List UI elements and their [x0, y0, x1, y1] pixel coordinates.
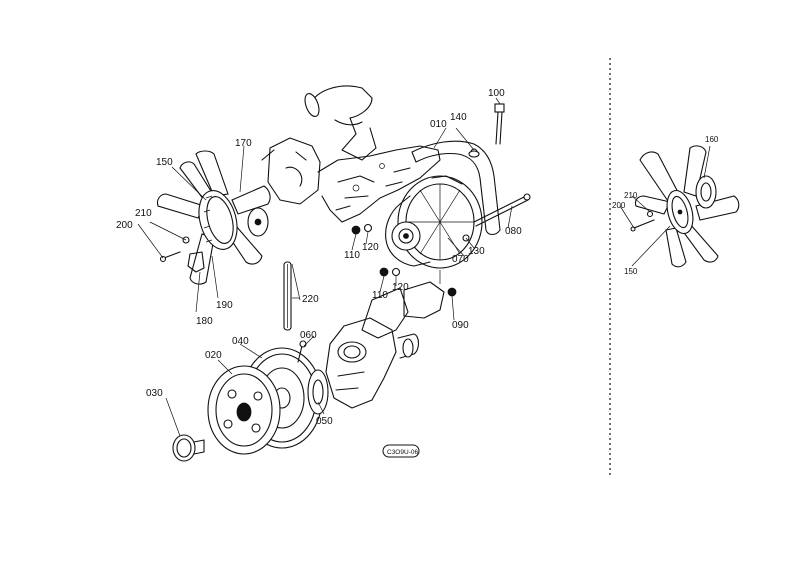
label-040: 040 — [232, 336, 249, 347]
label-050: 050 — [316, 416, 333, 427]
water-pump — [325, 270, 445, 409]
alt-leader-lines — [619, 145, 711, 267]
label-100: 100 — [488, 88, 505, 99]
label-220: 220 — [302, 294, 319, 305]
alt-label-210: 210 — [624, 191, 638, 200]
bolt-200 — [159, 251, 181, 263]
fan-belt-220 — [283, 261, 292, 331]
nut-110-b — [379, 267, 389, 277]
label-070: 070 — [452, 254, 469, 265]
label-010: 010 — [430, 119, 447, 130]
label-170: 170 — [235, 138, 252, 149]
fan-170 — [156, 150, 271, 285]
label-190: 190 — [216, 300, 233, 311]
nut-110-a — [351, 225, 361, 235]
engine-housing — [261, 137, 441, 223]
drawing-reference-stamp: C3O9U-06 — [382, 444, 420, 458]
alternator — [385, 175, 483, 269]
inlet-pipe — [304, 85, 377, 161]
nut-090 — [447, 287, 457, 297]
stamp-text: C3O9U-06 — [387, 449, 418, 456]
label-130: 130 — [468, 246, 485, 257]
label-020: 020 — [205, 350, 222, 361]
label-060: 060 — [300, 330, 317, 341]
bracket-180 — [187, 251, 205, 273]
alt-bolt-200 — [630, 219, 655, 232]
alt-washer-210 — [646, 210, 654, 218]
alt-label-150: 150 — [624, 267, 638, 276]
washer-120-a — [363, 223, 373, 233]
washer-140 — [468, 150, 480, 158]
alt-fan-160 — [634, 145, 740, 268]
label-180: 180 — [196, 316, 213, 327]
leader-lines — [137, 97, 513, 437]
alt-label-160: 160 — [705, 135, 719, 144]
label-120-a: 120 — [362, 242, 379, 253]
label-120-b: 120 — [392, 282, 409, 293]
alt-shroud-150 — [666, 189, 694, 235]
label-080: 080 — [505, 226, 522, 237]
cap-030 — [172, 434, 205, 462]
label-090: 090 — [452, 320, 469, 331]
label-110-a: 110 — [344, 250, 360, 261]
label-150: 150 — [156, 157, 173, 168]
washer-120-b — [391, 267, 401, 277]
bolt-080 — [473, 193, 531, 227]
alternator-fins — [406, 184, 474, 260]
pulley-020 — [207, 365, 281, 455]
alt-label-200: 200 — [612, 201, 626, 210]
label-110-b: 110 — [372, 290, 388, 301]
label-210: 210 — [135, 208, 152, 219]
label-030: 030 — [146, 388, 163, 399]
spacer-050 — [307, 369, 329, 415]
label-140: 140 — [450, 112, 467, 123]
fan-hub-190 — [247, 207, 269, 237]
bolt-100 — [494, 103, 505, 145]
fan-shroud-150 — [198, 190, 238, 250]
label-200: 200 — [116, 220, 133, 231]
